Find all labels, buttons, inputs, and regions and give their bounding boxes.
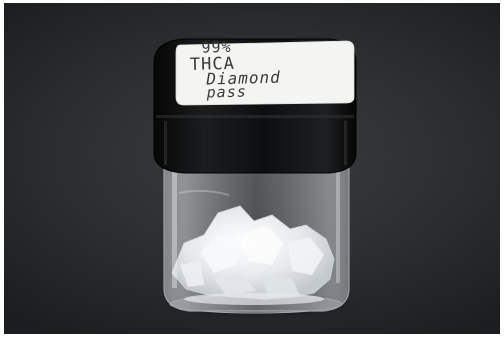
glass-jar [153, 38, 357, 314]
dark-backdrop: 99% THCA Diamond pass [4, 3, 500, 334]
label-line-4: pass [206, 82, 247, 102]
glass-highlights [172, 163, 340, 288]
paper-label [175, 40, 355, 106]
crystal-chunks [171, 205, 335, 305]
handwritten-label: 99% THCA Diamond pass [175, 35, 355, 102]
